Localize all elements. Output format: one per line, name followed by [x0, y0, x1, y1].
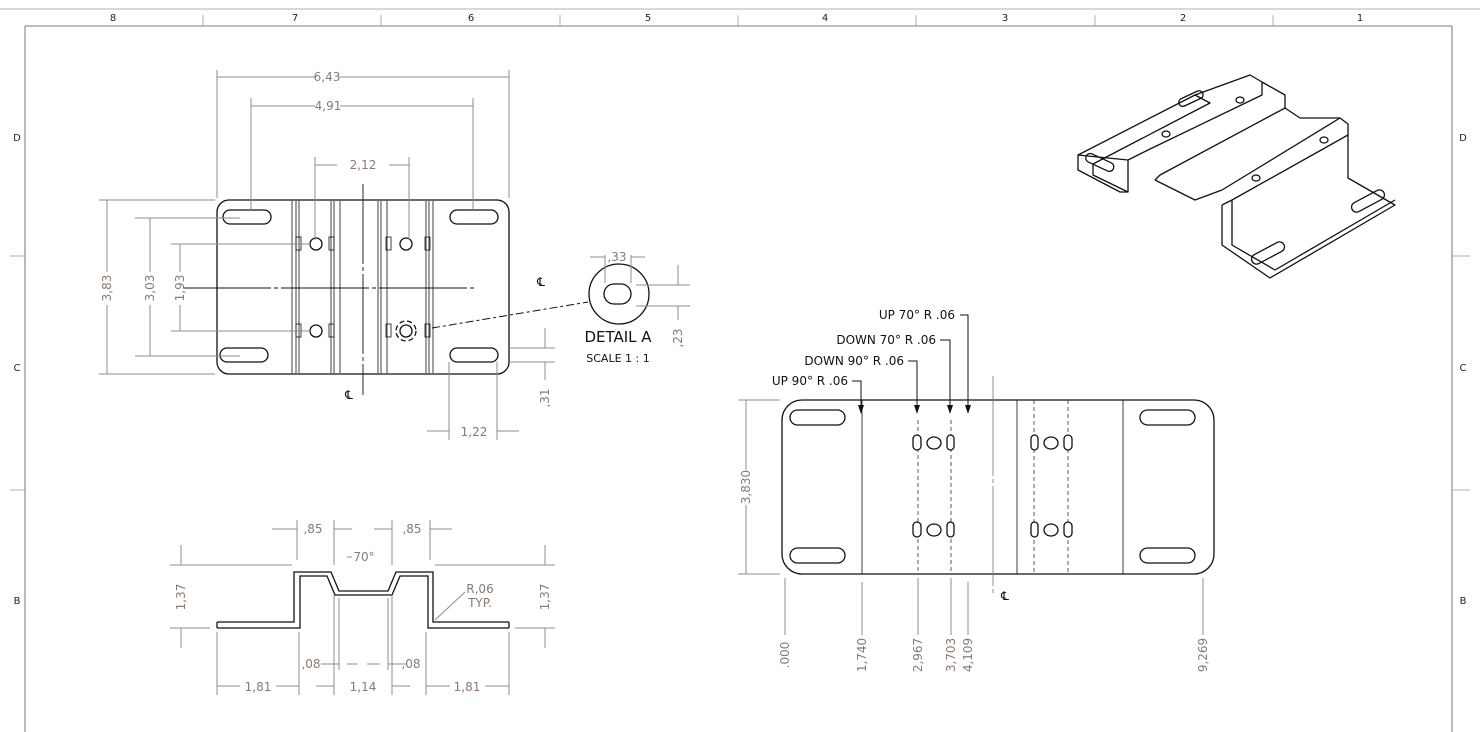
dim-slot-length: 1,22 [461, 425, 488, 439]
dim-left-offset: ,08 [301, 657, 320, 671]
dim-right-flange: 1,81 [454, 680, 481, 694]
ordinate-label: 1,740 [855, 638, 869, 672]
zone-column-label: 5 [645, 13, 651, 24]
bend-note: DOWN 90° R .06 [804, 354, 904, 368]
dim-slot-vertical: 3,03 [143, 275, 157, 302]
sheet-border [0, 8, 1480, 732]
side-view: ,85 ,85 70° R,06 TYP. 1,37 1,37 ,08 ,08 … [170, 520, 555, 695]
dim-right-top: ,85 [402, 522, 421, 536]
zone-row-label: D [13, 133, 21, 144]
isometric-view [1077, 74, 1396, 279]
dim-slot-spacing: 4,91 [315, 99, 342, 113]
dim-left-height: 1,37 [174, 584, 188, 611]
flat-pattern: ℄ UP 70° R .06 DOWN 70° R .06 DOWN 90° R… [738, 308, 1215, 672]
top-view: ℄ ℄ 6,43 4,91 2,12 3,83 3,03 1,93 ,31 [99, 70, 589, 440]
bend-note: UP 90° R .06 [772, 374, 848, 388]
detail-height-dim: ,23 [671, 328, 685, 347]
dim-flat-height: 3,830 [739, 470, 753, 504]
zone-row-label: C [14, 363, 21, 374]
ordinate-label: 4,109 [961, 638, 975, 672]
zone-column-label: 8 [110, 13, 116, 24]
dim-right-offset: ,08 [401, 657, 420, 671]
zone-column-label: 2 [1180, 13, 1186, 24]
zone-column-label: 3 [1002, 13, 1008, 24]
dim-left-flange: 1,81 [245, 680, 272, 694]
zone-row-label: B [1460, 596, 1467, 607]
detail-width-dim: ,33 [607, 250, 626, 264]
slots [219, 209, 499, 363]
bend-note: UP 70° R .06 [879, 308, 955, 322]
dim-slot-edge: ,31 [538, 388, 552, 407]
zone-column-label: 4 [822, 13, 828, 24]
ordinate-label: 2,967 [911, 638, 925, 672]
dim-angle: 70° [353, 550, 374, 564]
dim-channel-bottom: 1,14 [350, 680, 377, 694]
dim-hole-spacing: 2,12 [350, 158, 377, 172]
centerline-symbol: ℄ [536, 275, 545, 289]
dim-overall-height: 3,83 [100, 275, 114, 302]
zone-column-label: 1 [1357, 13, 1363, 24]
dim-left-top: ,85 [303, 522, 322, 536]
dim-radius-typ: TYP. [467, 596, 492, 610]
dim-right-height: 1,37 [538, 584, 552, 611]
centerline-symbol: ℄ [344, 388, 353, 402]
detail-a: ,33 ,23 DETAIL A SCALE 1 : 1 [584, 250, 690, 365]
zone-row-label: C [1460, 363, 1467, 374]
zone-row-label: D [1459, 133, 1467, 144]
zone-labels: 8 7 6 5 4 3 2 1 D C B D C B [13, 13, 1467, 607]
ordinate-label: .000 [778, 642, 792, 669]
zone-column-label: 6 [468, 13, 474, 24]
dim-radius: R,06 [466, 582, 493, 596]
ordinate-label: 3,703 [944, 638, 958, 672]
dim-overall-width: 6,43 [314, 70, 341, 84]
centerline-symbol: ℄ [1000, 589, 1009, 603]
ordinate-label: 9,269 [1196, 638, 1210, 672]
zone-row-label: B [14, 596, 21, 607]
bend-note: DOWN 70° R .06 [836, 333, 936, 347]
detail-title: DETAIL A [584, 328, 652, 346]
detail-scale: SCALE 1 : 1 [586, 352, 649, 365]
dim-hole-vertical: 1,93 [173, 275, 187, 302]
zone-column-label: 7 [292, 13, 298, 24]
